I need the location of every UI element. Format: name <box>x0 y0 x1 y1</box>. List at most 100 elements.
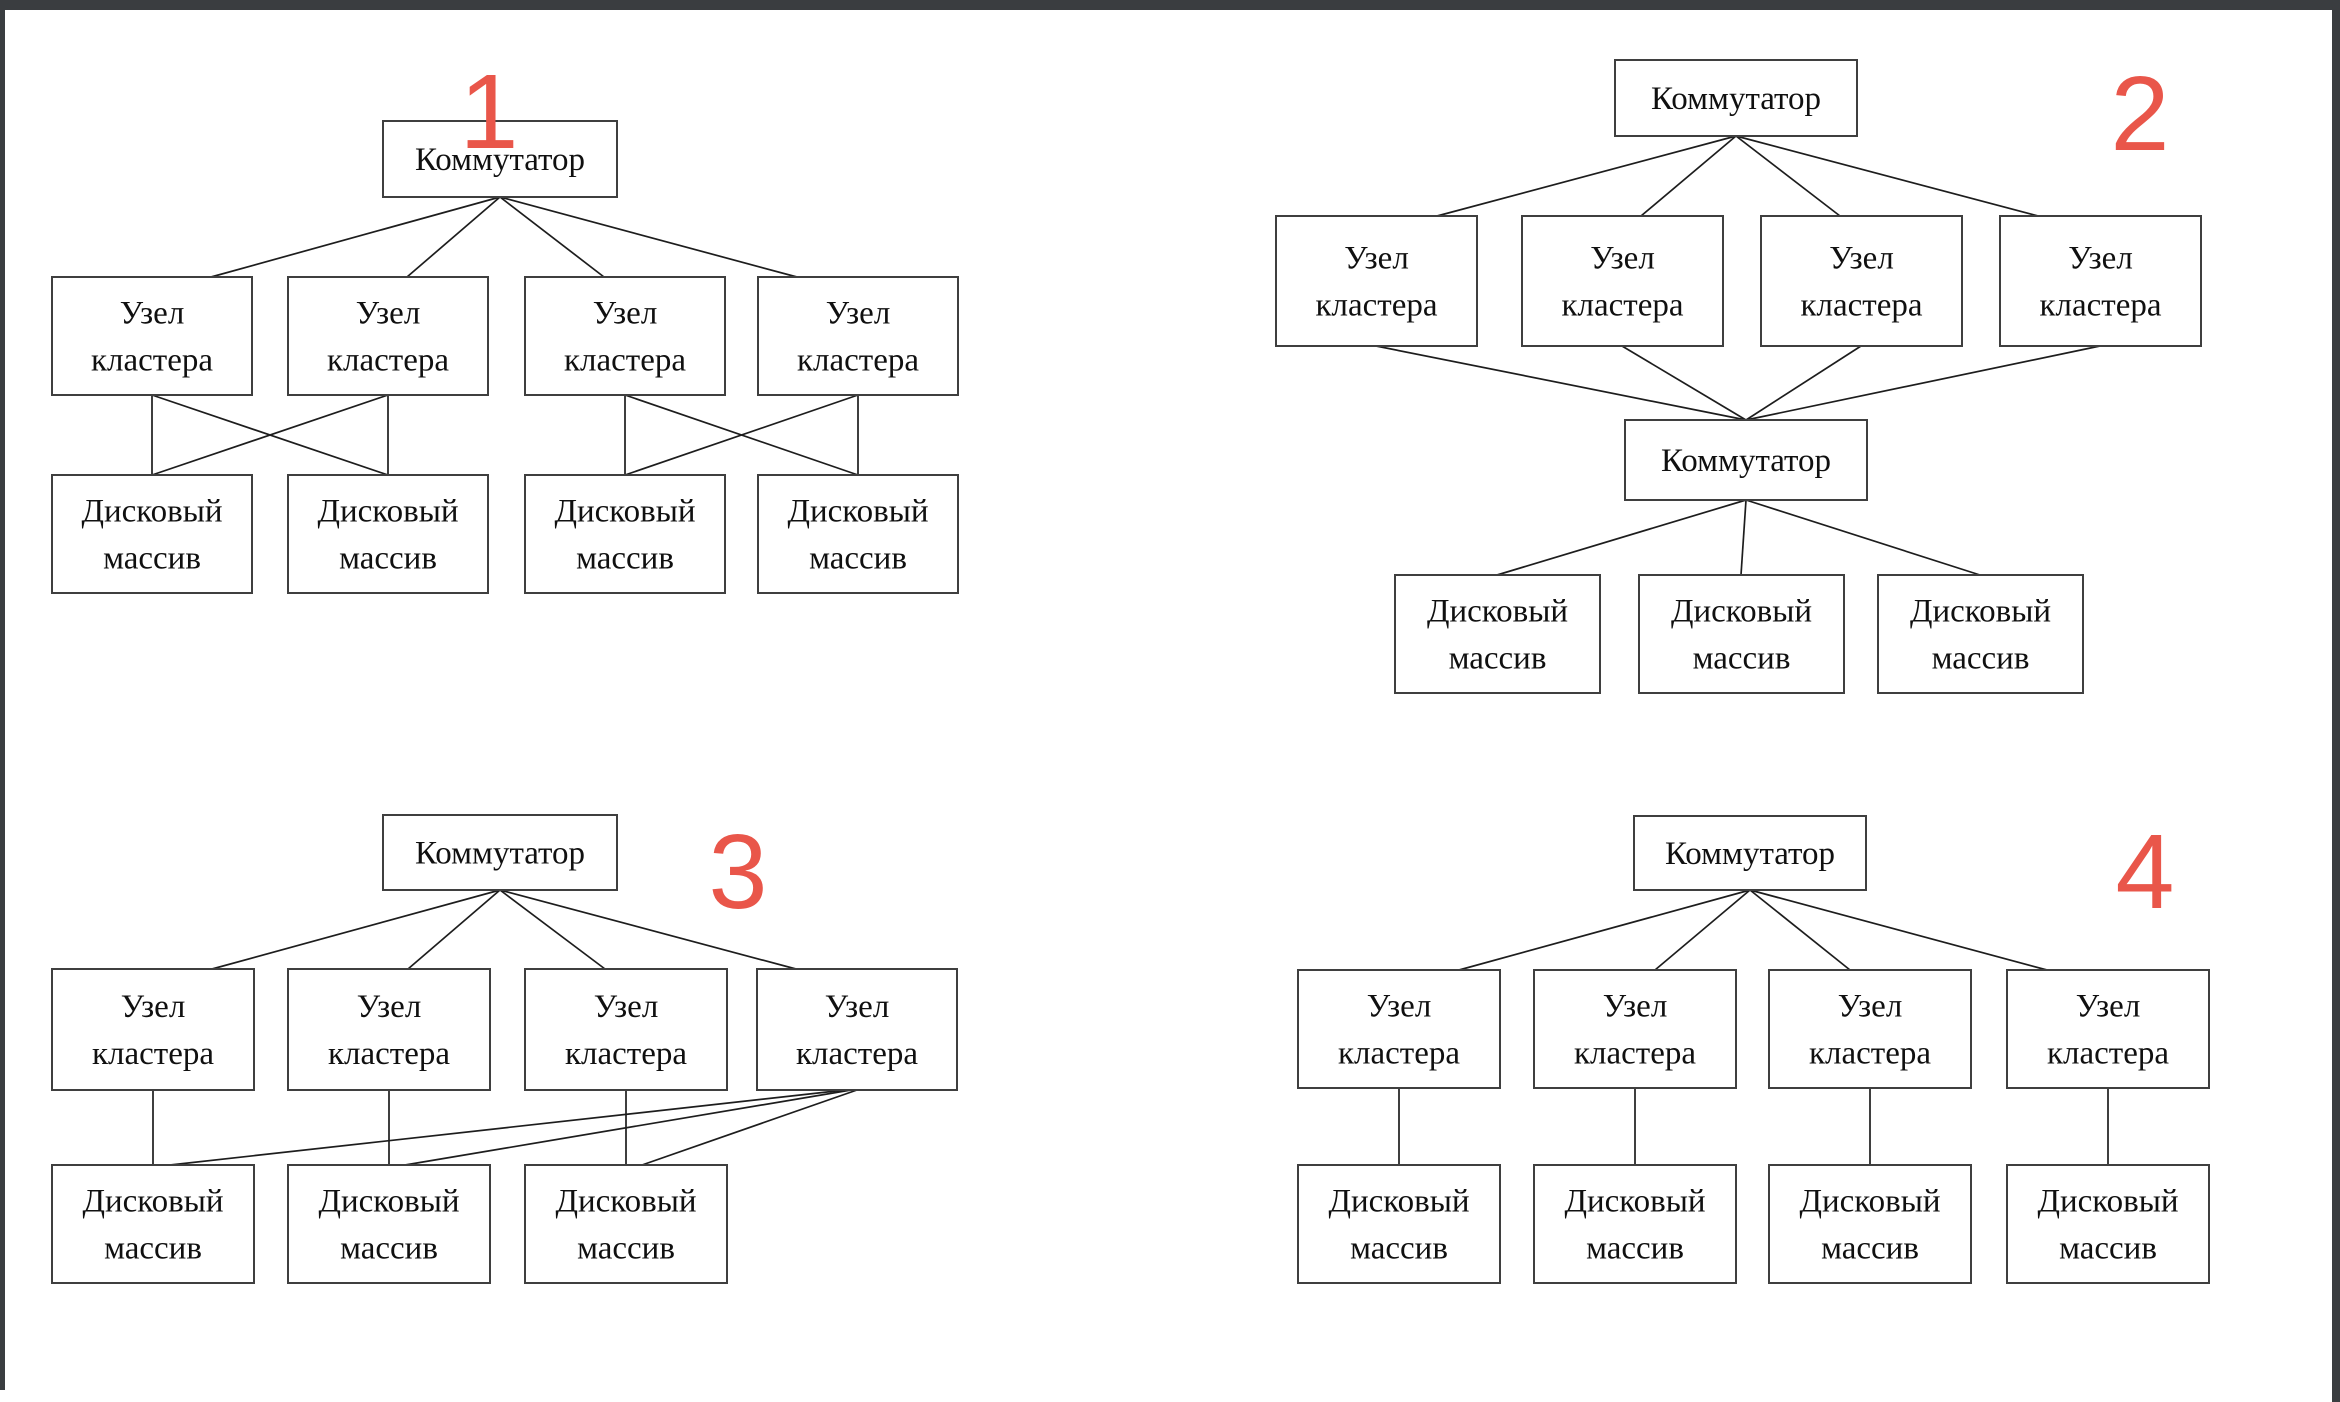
disk-array-label: Дисковый <box>1564 1184 1705 1220</box>
disk-array-rect <box>1877 574 2084 694</box>
connection-line <box>1740 499 1747 576</box>
disk-array-label: Дисковый <box>787 494 928 530</box>
box-disk-array: Дисковый массив <box>1638 574 1845 694</box>
connection-line <box>1749 889 2048 971</box>
switch-label: Коммутатор <box>1661 443 1831 479</box>
connection-line <box>499 196 798 278</box>
connection-line <box>624 394 859 476</box>
disk-array-label: Дисковый <box>1328 1184 1469 1220</box>
disk-array-rect <box>757 474 959 594</box>
connection-line <box>1496 499 1747 576</box>
connection-line <box>169 1089 846 1166</box>
disk-array-label: массив <box>2059 1231 2157 1267</box>
cluster-node-rect <box>1521 215 1724 347</box>
disk-array-label: Дисковый <box>81 494 222 530</box>
connection-line <box>211 889 501 970</box>
connection-line <box>1621 345 1747 421</box>
connection-line <box>499 889 606 970</box>
switch-rect <box>382 120 618 198</box>
cluster-node-rect <box>287 276 489 396</box>
cluster-node-rect <box>1768 969 1972 1089</box>
diagram-4: КоммутаторУзелкластераУзелкластераУзелкл… <box>1297 813 2210 1284</box>
cluster-node-label: Узел <box>120 296 185 332</box>
connection-line <box>499 889 797 970</box>
disk-array-rect <box>51 1164 255 1284</box>
box-disk-array: Дисковый массив <box>1297 1164 1501 1284</box>
disk-array-label: Дисковый <box>1671 594 1812 630</box>
cluster-node-label: Узел <box>593 296 658 332</box>
cluster-node-label: кластера <box>2047 1036 2169 1072</box>
cluster-node-label: кластера <box>91 343 213 379</box>
frame-bar-top <box>0 0 2340 10</box>
disk-array-rect <box>1638 574 1845 694</box>
cluster-node-rect <box>1760 215 1963 347</box>
connection-line <box>151 394 389 476</box>
connection-line <box>1735 135 2039 217</box>
box-switch: Коммутатор <box>1614 59 1858 137</box>
cluster-node-rect <box>287 968 491 1091</box>
disk-array-label: Дисковый <box>1799 1184 1940 1220</box>
box-disk-array: Дисковый массив <box>2006 1164 2210 1284</box>
diagram-1: КоммутаторУзелкластераУзелкластераУзелкл… <box>51 53 959 594</box>
disk-array-rect <box>2006 1164 2210 1284</box>
switch-rect <box>1633 815 1867 891</box>
connection-line <box>404 1089 852 1166</box>
connection-line <box>1745 345 1862 421</box>
connection-line <box>210 196 501 278</box>
disk-array-label: массив <box>1350 1231 1448 1267</box>
disk-array-rect <box>1768 1164 1972 1284</box>
switch-label: Коммутатор <box>1651 81 1821 117</box>
disk-array-rect <box>1533 1164 1737 1284</box>
frame-bar-left <box>0 0 5 1390</box>
disk-array-label: Дисковый <box>1910 594 2051 630</box>
switch-label: Коммутатор <box>415 142 585 178</box>
connection-line <box>1375 345 1747 421</box>
cluster-node-rect <box>1275 215 1478 347</box>
diagram-number-2: 2 <box>2111 55 2170 173</box>
cluster-node-label: Узел <box>826 296 891 332</box>
cluster-node-label: кластера <box>328 1036 450 1072</box>
disk-array-label: Дисковый <box>2037 1184 2178 1220</box>
connection-line <box>407 889 501 970</box>
connection-line <box>1640 135 1737 217</box>
disk-array-label: массив <box>1693 641 1791 677</box>
cluster-node-label: Узел <box>1367 989 1432 1025</box>
cluster-node-label: Узел <box>825 989 890 1025</box>
box-switch: Коммутатор <box>1633 815 1867 891</box>
disk-array-label: массив <box>339 541 437 577</box>
disk-array-label: массив <box>1821 1231 1919 1267</box>
switch-rect <box>1624 419 1868 501</box>
cluster-node-label: Узел <box>594 989 659 1025</box>
diagrams: КоммутаторУзелкластераУзелкластераУзелкл… <box>51 53 2210 1284</box>
disk-array-rect <box>287 474 489 594</box>
cluster-node-rect <box>1533 969 1737 1089</box>
disk-array-label: Дисковый <box>555 1184 696 1220</box>
cluster-node-label: Узел <box>1603 989 1668 1025</box>
cluster-node-rect <box>1999 215 2202 347</box>
disk-array-rect <box>51 474 253 594</box>
cluster-node-label: кластера <box>1809 1036 1931 1072</box>
cluster-node-label: Узел <box>121 989 186 1025</box>
cluster-node-label: Узел <box>1590 241 1655 277</box>
connection-line <box>406 196 501 278</box>
box-switch: Коммутатор <box>382 120 618 198</box>
diagram-3: КоммутаторУзелкластераУзелкластераУзелкл… <box>51 813 958 1284</box>
cluster-node-rect <box>51 968 255 1091</box>
switch-rect <box>1614 59 1858 137</box>
